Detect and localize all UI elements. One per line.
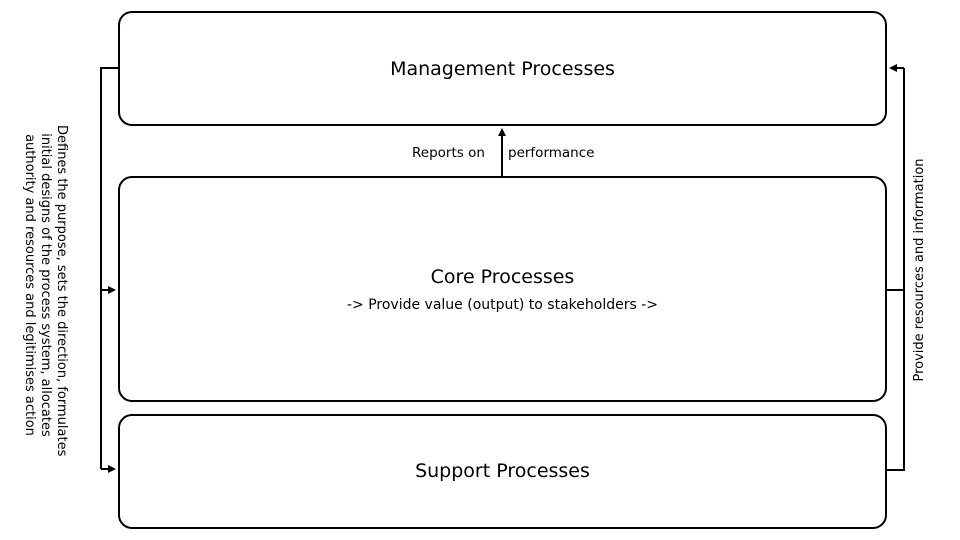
reports-label-left: Reports on	[412, 145, 485, 161]
management-processes-title: Management Processes	[390, 58, 615, 80]
left-feedback-line	[100, 67, 118, 469]
reports-label-right: performance	[508, 145, 595, 161]
right-feedback-label: Provide resources and information	[912, 158, 927, 382]
support-processes-box: Support Processes	[118, 414, 887, 529]
right-feedback-line	[887, 68, 905, 471]
core-processes-title: Core Processes	[430, 266, 575, 288]
core-processes-box: Core Processes -> Provide value (output)…	[118, 176, 887, 402]
support-processes-title: Support Processes	[415, 460, 590, 482]
left-feedback-line-1: Defines the purpose, sets the direction,…	[54, 125, 69, 457]
left-feedback-line-3: authority and resources and legitimises …	[21, 134, 37, 436]
left-feedback-line-2: initial designs of the process system, a…	[37, 133, 53, 437]
left-feedback-label: Defines the purpose, sets the direction,…	[7, 125, 69, 457]
core-processes-subtitle: -> Provide value (output) to stakeholder…	[346, 297, 658, 313]
management-processes-box: Management Processes	[118, 11, 887, 126]
